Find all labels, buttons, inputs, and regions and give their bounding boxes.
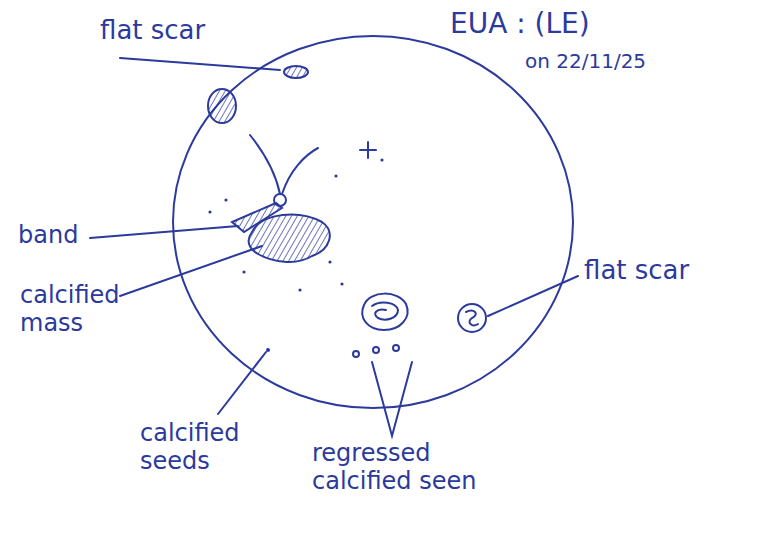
fovea-mark [367,142,369,158]
part-label: band [18,222,78,250]
leader-line [372,362,412,436]
leader-line [120,246,262,296]
flat-scar [458,304,486,332]
calcified-mass [249,215,330,262]
calcified-seeds [208,158,383,352]
scar-lesion [208,89,236,123]
vessel [282,148,318,194]
part-label: flat scar [584,256,689,286]
part-label: regressed calcified seen [312,440,522,495]
leader-line [120,58,280,70]
part-label: flat scar [100,16,205,46]
flat-scar [284,66,308,78]
leader-line [488,276,578,316]
vessel [250,135,280,194]
calcified-seed [393,345,399,351]
leader-line [90,226,238,238]
part-label: calcified mass [20,282,130,337]
calcified-seed [373,347,379,353]
leader-line [218,352,266,414]
fundus-outline [173,36,573,408]
flat-scar [466,311,478,326]
heading: EUA : (LE) [450,8,590,40]
regressed-lesion [372,303,398,320]
part-label: calcified seeds [140,420,270,475]
date-note: on 22/11/25 [525,50,646,73]
calcified-seed [353,351,359,357]
regressed-lesion [362,294,407,330]
